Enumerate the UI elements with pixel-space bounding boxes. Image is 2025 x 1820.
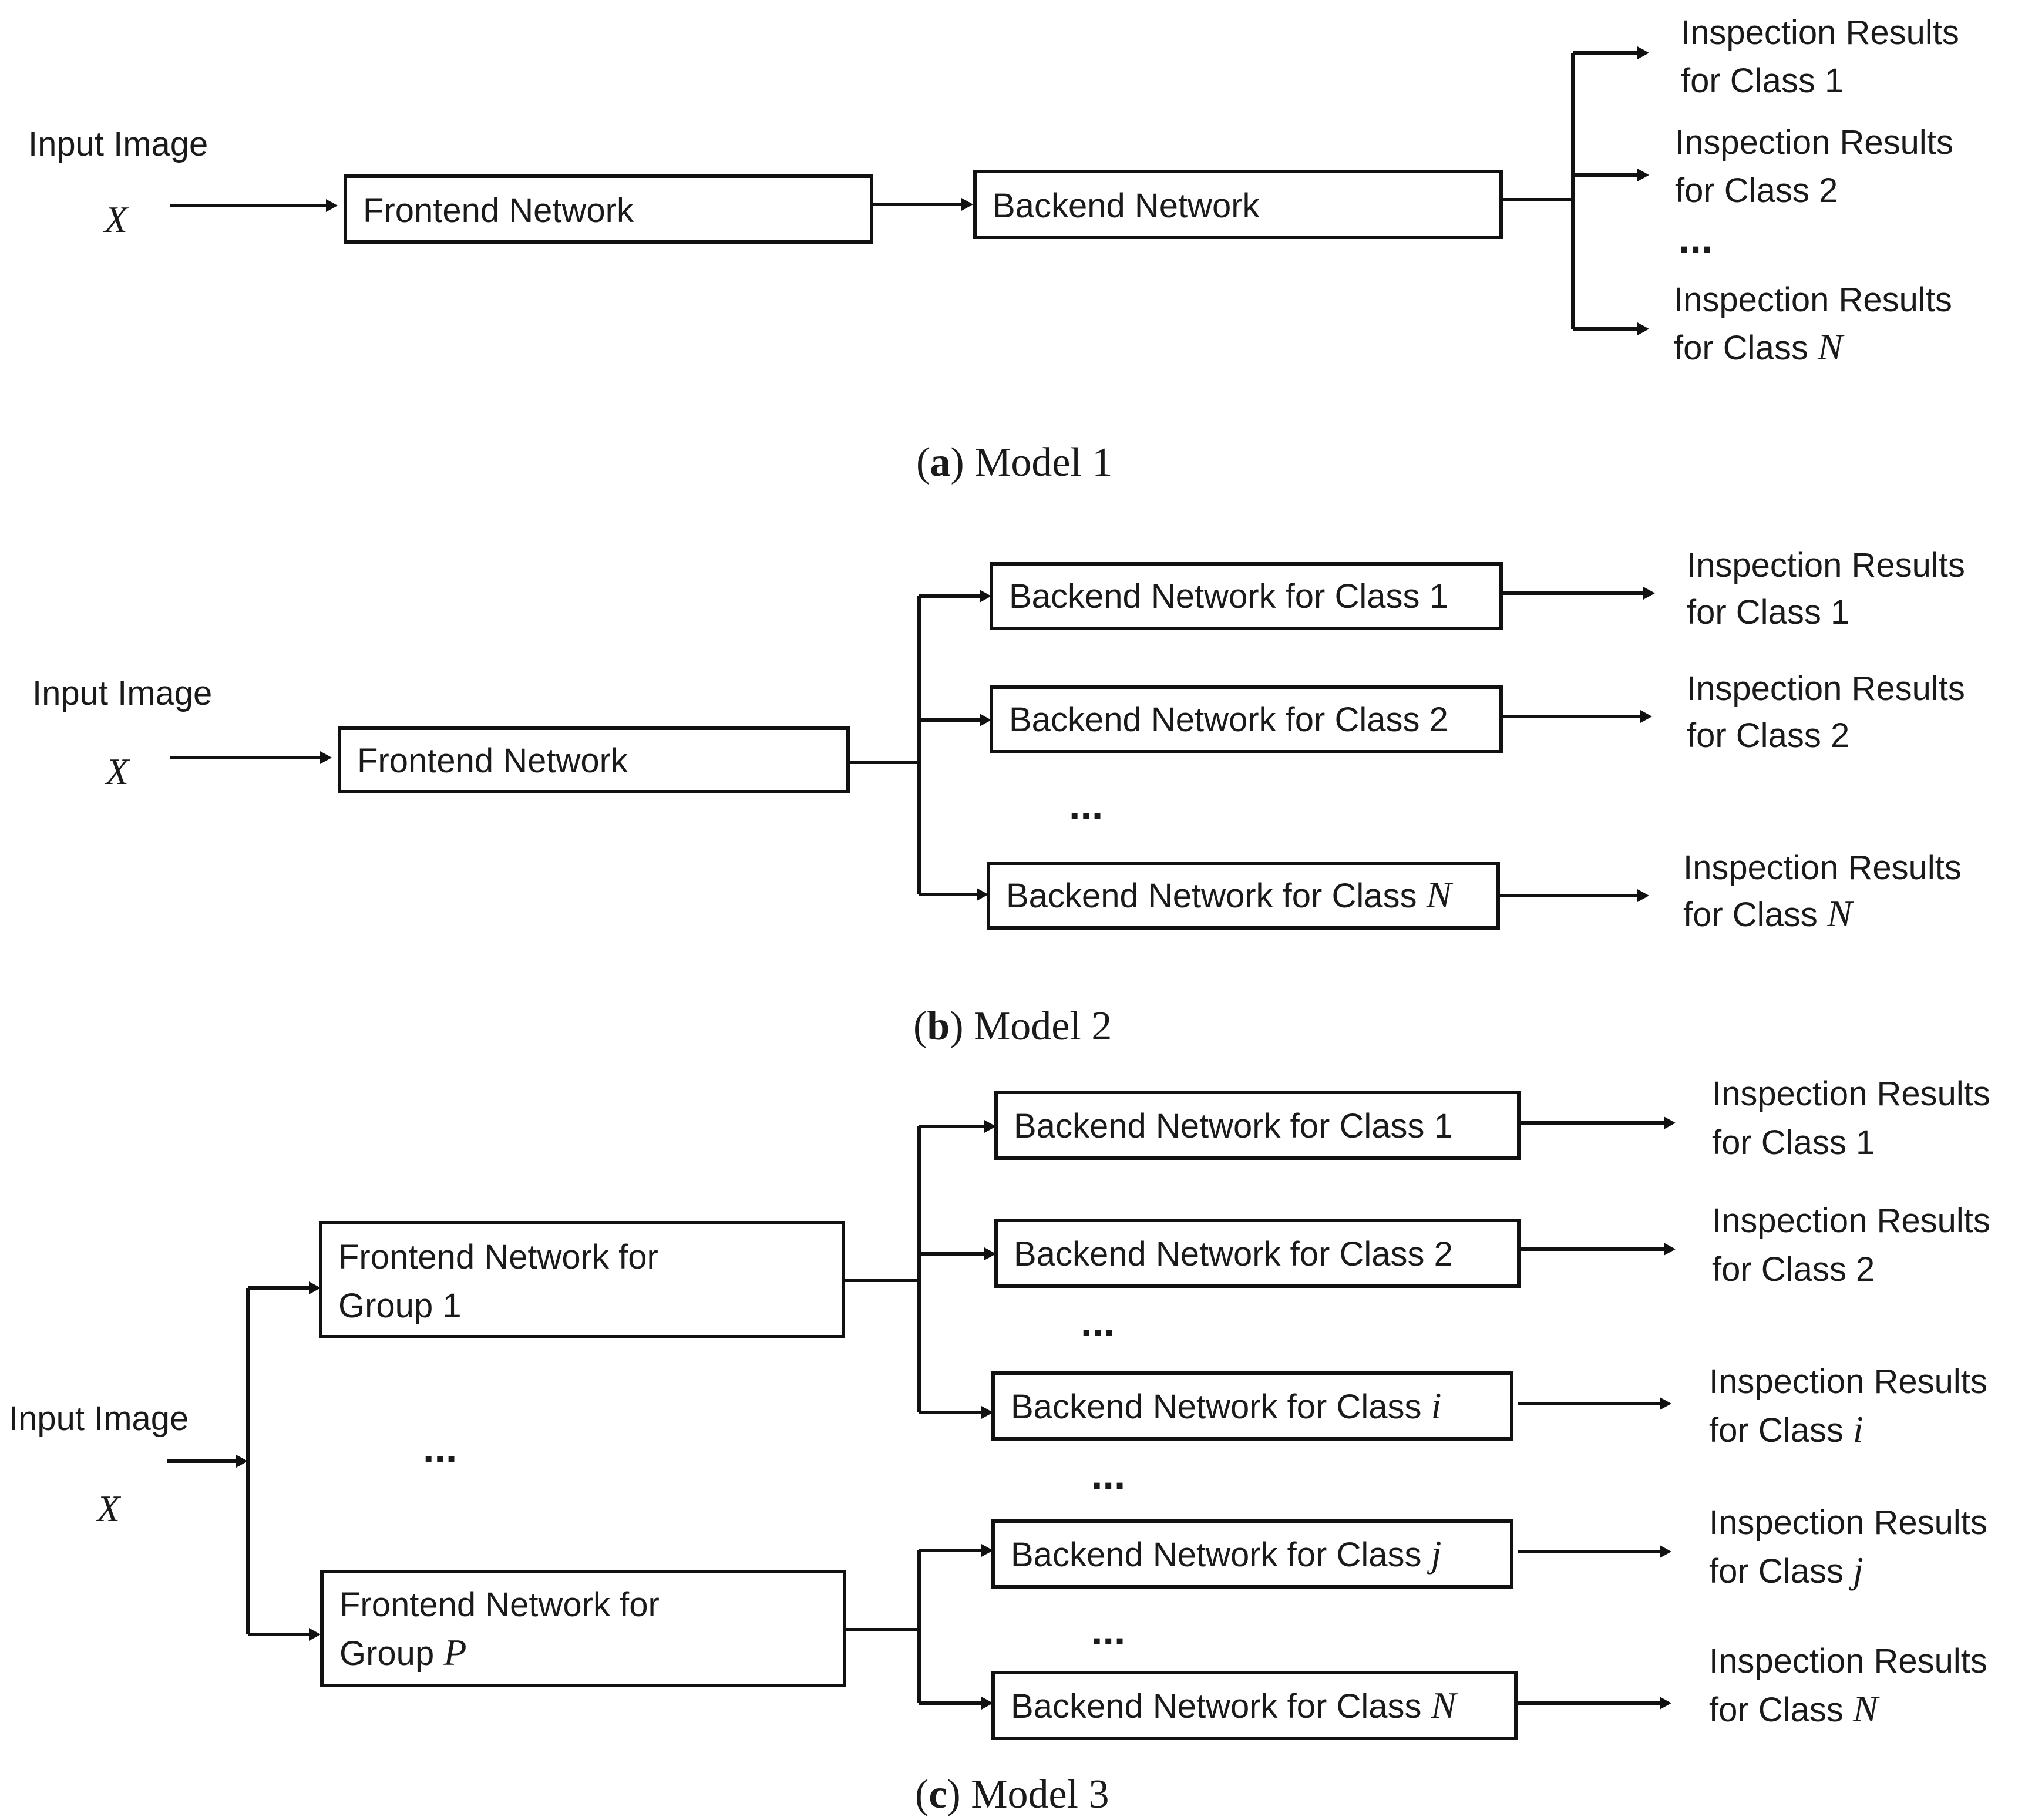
arrowhead — [981, 1697, 993, 1710]
frontend-network-label: Frontend Network — [357, 742, 628, 780]
frontend-ellipsis: ... — [423, 1425, 457, 1471]
arrowhead — [326, 199, 338, 212]
arrowhead — [320, 751, 332, 764]
backend-network-box — [973, 170, 1503, 239]
arrowhead — [981, 1544, 993, 1557]
frontend-network-box — [338, 726, 850, 793]
model-2: Input Image X Frontend Network Backend N… — [32, 546, 1965, 1049]
result-n-title: Inspection Results — [1674, 281, 1952, 319]
result-2-title: Inspection Results — [1675, 123, 1953, 162]
result-ellipsis: ... — [1678, 216, 1713, 261]
arrowhead — [1637, 169, 1649, 181]
input-variable: X — [104, 751, 130, 792]
backend-network-box-class-1 — [990, 562, 1503, 630]
backend-ellipsis-1: ... — [1081, 1299, 1115, 1345]
frontend-network-label-group-1-line1: Frontend Network for — [338, 1238, 658, 1276]
arrowhead — [309, 1628, 321, 1641]
arrowhead — [1664, 1116, 1676, 1129]
arrowhead — [1664, 1243, 1676, 1256]
arrowhead — [984, 1247, 996, 1260]
arrowhead — [961, 198, 973, 211]
arrowhead — [1637, 322, 1649, 335]
arrowhead — [1660, 1397, 1671, 1410]
frontend-network-label-group-1-line2: Group 1 — [338, 1287, 462, 1325]
backend-network-label-class-i: Backend Network for Class i — [1011, 1385, 1441, 1427]
backend-network-box-class-2 — [990, 685, 1503, 753]
backend-network-box-class-i — [991, 1371, 1513, 1441]
arrowhead — [1640, 710, 1652, 723]
result-2-class: for Class 2 — [1687, 716, 1849, 755]
backend-ellipsis-3: ... — [1091, 1607, 1125, 1653]
result-1-class: for Class 1 — [1681, 62, 1844, 100]
backend-network-box-class-j — [991, 1519, 1513, 1589]
input-variable: X — [95, 1488, 122, 1529]
arrowhead — [1637, 46, 1649, 59]
frontend-network-label: Frontend Network — [363, 191, 634, 230]
result-1-title: Inspection Results — [1681, 14, 1959, 52]
backend-ellipsis-2: ... — [1091, 1452, 1125, 1498]
input-image-label: Input Image — [32, 674, 212, 712]
backend-network-label-class-n: Backend Network for Class N — [1011, 1684, 1458, 1726]
input-image-label: Input Image — [9, 1400, 189, 1438]
result-i-class: for Class i — [1709, 1408, 1863, 1450]
arrowhead — [984, 1120, 996, 1133]
result-1-title: Inspection Results — [1712, 1075, 1990, 1113]
input-variable: X — [103, 199, 129, 240]
caption-model-2: (b) Model 2 — [913, 1004, 1112, 1049]
model-3: Input Image X Frontend Network for Group… — [9, 1075, 1990, 1817]
backend-network-box-class-2 — [994, 1219, 1521, 1288]
result-n-class: for Class N — [1683, 893, 1854, 934]
frontend-network-box-group-1 — [319, 1221, 845, 1338]
arrowhead — [1637, 889, 1649, 902]
backend-ellipsis: ... — [1069, 782, 1103, 828]
backend-network-box-class-1 — [994, 1091, 1521, 1160]
arrowhead — [1660, 1545, 1671, 1558]
backend-network-label-class-1: Backend Network for Class 1 — [1009, 577, 1448, 615]
result-j-class: for Class j — [1709, 1549, 1863, 1591]
frontend-network-box-group-p — [320, 1570, 846, 1687]
arrowhead — [980, 714, 991, 726]
backend-network-label-class-n: Backend Network for Class N — [1006, 874, 1454, 916]
result-n-class: for Class N — [1674, 326, 1845, 368]
backend-network-label-class-2: Backend Network for Class 2 — [1014, 1235, 1453, 1273]
arrowhead — [980, 590, 991, 603]
arrowhead — [236, 1455, 248, 1468]
result-j-title: Inspection Results — [1709, 1503, 1987, 1542]
caption-model-1: (a) Model 1 — [916, 440, 1112, 485]
frontend-network-box — [344, 174, 873, 244]
result-1-title: Inspection Results — [1687, 546, 1965, 584]
result-1-class: for Class 1 — [1687, 593, 1849, 631]
result-2-title: Inspection Results — [1712, 1202, 1990, 1240]
frontend-network-label-group-p-line2: Group P — [339, 1631, 466, 1673]
result-2-class: for Class 2 — [1675, 171, 1838, 210]
arrowhead — [1660, 1697, 1671, 1710]
backend-network-label-class-1: Backend Network for Class 1 — [1014, 1107, 1453, 1145]
backend-network-label: Backend Network — [993, 187, 1260, 225]
input-image-label: Input Image — [28, 125, 208, 163]
result-i-title: Inspection Results — [1709, 1363, 1987, 1401]
result-n-title: Inspection Results — [1709, 1642, 1987, 1680]
backend-network-label-class-2: Backend Network for Class 2 — [1009, 701, 1448, 739]
result-2-class: for Class 2 — [1712, 1250, 1875, 1289]
result-n-title: Inspection Results — [1683, 849, 1962, 887]
result-n-class: for Class N — [1709, 1688, 1880, 1730]
frontend-network-label-group-p-line1: Frontend Network for — [339, 1586, 660, 1624]
model-1: Input Image X Frontend Network Backend N… — [28, 14, 1959, 485]
result-1-class: for Class 1 — [1712, 1123, 1875, 1162]
arrowhead — [977, 888, 988, 901]
arrowhead — [981, 1406, 993, 1419]
backend-network-box-class-n — [991, 1671, 1518, 1740]
backend-network-label-class-j: Backend Network for Class j — [1011, 1533, 1441, 1575]
caption-model-3: (c) Model 3 — [915, 1772, 1109, 1817]
backend-network-box-class-n — [987, 862, 1500, 930]
arrowhead — [309, 1281, 321, 1294]
arrowhead — [1643, 587, 1655, 600]
result-2-title: Inspection Results — [1687, 670, 1965, 708]
